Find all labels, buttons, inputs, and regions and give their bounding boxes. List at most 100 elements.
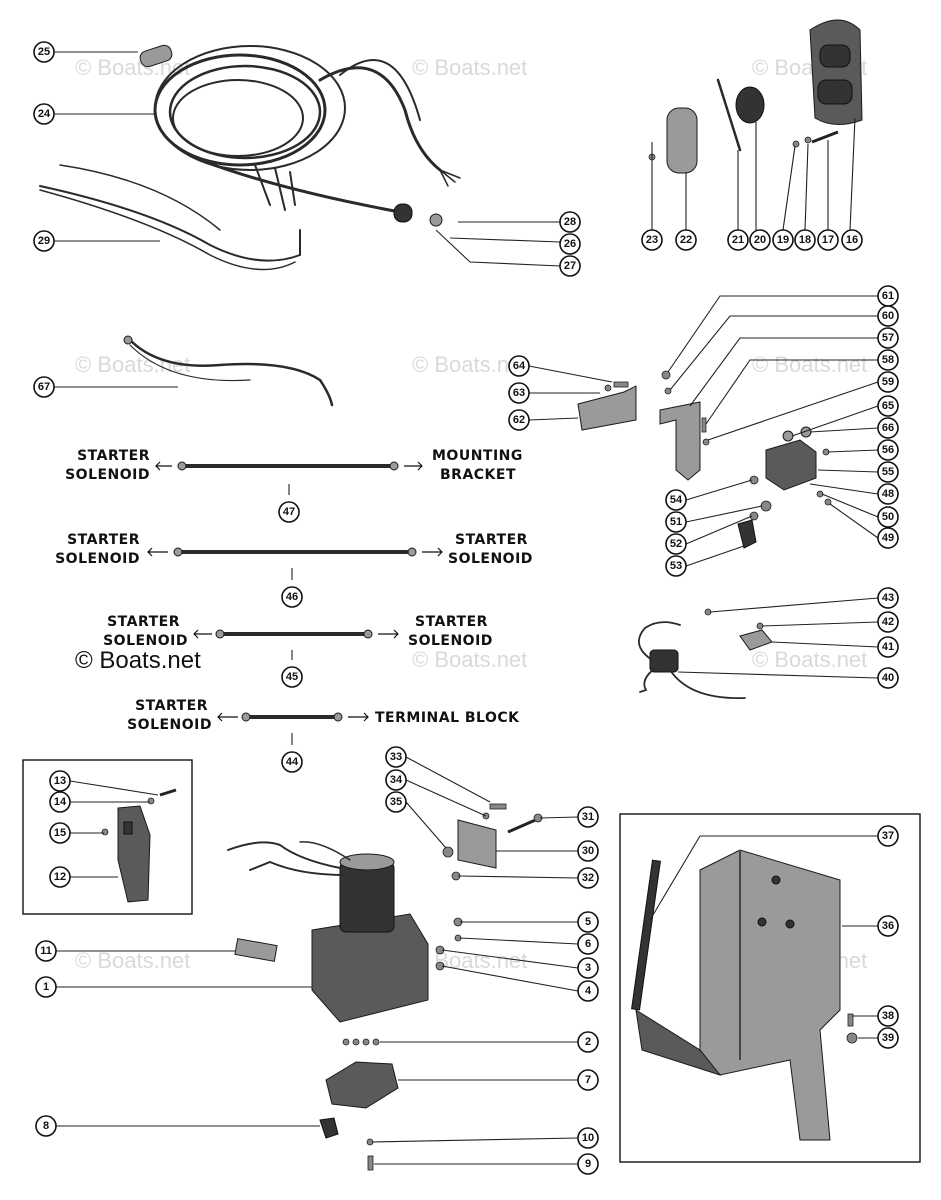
callout-61: 61 (877, 285, 899, 307)
callout-36: 36 (877, 915, 899, 937)
svg-text:5: 5 (585, 916, 591, 928)
callout-5: 5 (577, 911, 599, 933)
svg-text:34: 34 (390, 774, 403, 786)
bracket-36-part (631, 849, 858, 1141)
watermark: © Boats.net (75, 352, 190, 377)
cable-45-left-label-2: SOLENOID (103, 633, 188, 649)
svg-text:41: 41 (882, 641, 894, 653)
cover-16-part (809, 19, 863, 125)
callout-64: 64 (508, 355, 530, 377)
callout-1: 1 (35, 976, 57, 998)
callout-55: 55 (877, 461, 899, 483)
callout-41: 41 (877, 636, 899, 658)
svg-text:21: 21 (732, 234, 744, 246)
callout-50: 50 (877, 506, 899, 528)
callout-10: 10 (577, 1127, 599, 1149)
watermark: © Boats.net (412, 647, 527, 672)
bracket-57-part (659, 401, 701, 481)
callout-24: 24 (33, 103, 55, 125)
svg-text:56: 56 (882, 444, 894, 456)
svg-text:49: 49 (882, 532, 894, 544)
callout-8: 8 (35, 1115, 57, 1137)
svg-text:35: 35 (390, 796, 402, 808)
wire-29-part (39, 185, 301, 262)
svg-text:11: 11 (40, 945, 52, 957)
watermarks: © Boats.net © Boats.net © Boats.net © Bo… (75, 55, 867, 973)
svg-text:1: 1 (43, 981, 49, 993)
svg-text:63: 63 (513, 387, 525, 399)
svg-text:62: 62 (513, 414, 525, 426)
callout-35: 35 (385, 791, 407, 813)
svg-text:9: 9 (585, 1158, 591, 1170)
sleeve-25-part (139, 44, 173, 68)
svg-text:59: 59 (882, 376, 894, 388)
callout-66: 66 (877, 417, 899, 439)
cable-46-left-label-2: SOLENOID (55, 551, 140, 567)
battery-cables: STARTER SOLENOID MOUNTING BRACKET STARTE… (55, 448, 532, 733)
callout-2: 2 (577, 1031, 599, 1053)
svg-text:46: 46 (286, 591, 298, 603)
svg-text:17: 17 (822, 234, 834, 246)
callout-12: 12 (49, 866, 71, 888)
callout-28: 28 (559, 211, 581, 233)
solenoid-assembly (659, 370, 832, 549)
cable-45-right-label-1: STARTER (415, 614, 488, 630)
callout-43: 43 (877, 587, 899, 609)
svg-text:28: 28 (564, 216, 576, 228)
callout-37: 37 (877, 825, 899, 847)
inset-box (22, 759, 193, 915)
svg-text:55: 55 (882, 466, 894, 478)
cable-67-part (123, 335, 334, 407)
svg-text:19: 19 (777, 234, 789, 246)
svg-text:15: 15 (54, 827, 66, 839)
svg-text:20: 20 (754, 234, 766, 246)
leader-lines (54, 51, 879, 1165)
callout-57: 57 (877, 327, 899, 349)
harness-coil (153, 53, 327, 167)
callout-17: 17 (817, 229, 839, 251)
callout-23: 23 (641, 229, 663, 251)
callouts: 25 24 29 28 26 27 23 22 21 20 19 18 17 1… (33, 41, 899, 1175)
callout-18: 18 (794, 229, 816, 251)
svg-text:14: 14 (54, 796, 67, 808)
svg-text:48: 48 (882, 488, 894, 500)
svg-text:18: 18 (799, 234, 811, 246)
lever-12-part (101, 788, 177, 903)
svg-text:58: 58 (882, 354, 894, 366)
svg-text:57: 57 (882, 332, 894, 344)
cable-47-left-label-2: SOLENOID (65, 467, 150, 483)
callout-67: 67 (33, 376, 55, 398)
strap-21-part (716, 78, 742, 152)
callout-65: 65 (877, 395, 899, 417)
svg-text:67: 67 (38, 381, 50, 393)
cable-47-left-label-1: STARTER (77, 448, 150, 464)
svg-text:2: 2 (585, 1036, 591, 1048)
svg-text:13: 13 (54, 775, 66, 787)
decal-11-part (234, 938, 278, 962)
callout-20: 20 (749, 229, 771, 251)
solenoid-48-part (765, 439, 817, 491)
callout-7: 7 (577, 1069, 599, 1091)
boot-53-part (737, 519, 757, 549)
svg-text:3: 3 (585, 962, 591, 974)
svg-text:32: 32 (582, 872, 594, 884)
callout-52: 52 (665, 533, 687, 555)
svg-text:37: 37 (882, 830, 894, 842)
svg-text:22: 22 (680, 234, 692, 246)
watermark-dark: © Boats.net (75, 647, 201, 674)
callout-19: 19 (772, 229, 794, 251)
callout-26: 26 (559, 233, 581, 255)
callout-3: 3 (577, 957, 599, 979)
callout-48: 48 (877, 483, 899, 505)
svg-text:66: 66 (882, 422, 894, 434)
callout-15: 15 (49, 822, 71, 844)
callout-38: 38 (877, 1005, 899, 1027)
grommet-part (393, 203, 413, 223)
callout-30: 30 (577, 840, 599, 862)
svg-text:42: 42 (882, 616, 894, 628)
svg-text:16: 16 (846, 234, 858, 246)
svg-text:65: 65 (882, 400, 894, 412)
svg-text:52: 52 (670, 538, 682, 550)
callout-14: 14 (49, 791, 71, 813)
